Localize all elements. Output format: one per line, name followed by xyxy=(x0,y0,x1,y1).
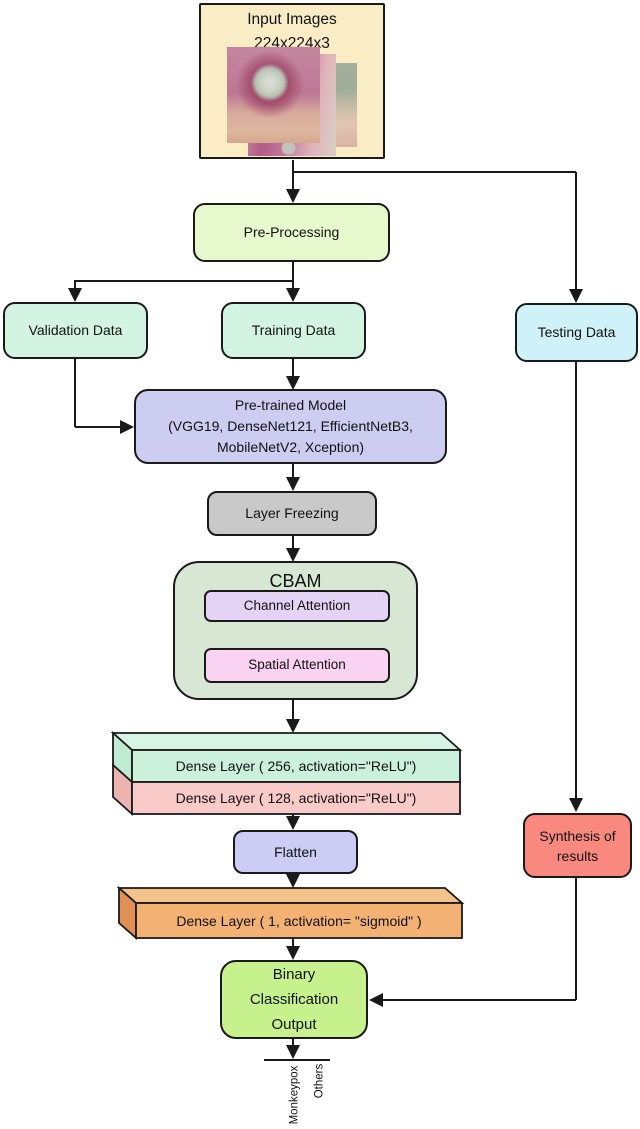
class-label-others: Others xyxy=(313,1063,326,1099)
channel-attention-label: Channel Attention xyxy=(243,597,351,613)
dense-1-label: Dense Layer ( 1, activation= "sigmoid" ) xyxy=(176,912,422,929)
channel-attention-box: Channel Attention xyxy=(204,590,390,622)
preprocessing-label: Pre-Processing xyxy=(243,224,340,241)
preprocessing-box: Pre-Processing xyxy=(193,203,390,262)
dense-128-layer: Dense Layer ( 128, activation="ReLU") xyxy=(132,782,460,814)
training-data-box: Training Data xyxy=(221,302,366,359)
flow-wires xyxy=(74,160,577,1061)
input-images-title: Input Images xyxy=(247,11,337,28)
pretrained-model-title: Pre-trained Model xyxy=(234,397,347,413)
synthesis-of-results-box: Synthesis of results xyxy=(523,813,632,878)
pretrained-model-list-2: MobileNetV2, Xception) xyxy=(216,439,365,455)
validation-data-box: Validation Data xyxy=(3,302,148,359)
input-images-box: Input Images 224x224x3 xyxy=(199,3,385,159)
binary-output-line-2: Classification xyxy=(249,991,339,1008)
testing-data-label: Testing Data xyxy=(537,324,616,341)
synthesis-line-2: results xyxy=(556,847,599,864)
dense-128-label: Dense Layer ( 128, activation="ReLU") xyxy=(175,790,417,806)
testing-data-box: Testing Data xyxy=(515,303,638,362)
dense-sigmoid-slab xyxy=(116,886,465,940)
layer-freezing-box: Layer Freezing xyxy=(207,491,377,536)
cbam-title: CBAM xyxy=(269,571,322,591)
pretrained-model-list-1: (VGG19, DenseNet121, EfficientNetB3, xyxy=(168,418,413,434)
dense-256-layer: Dense Layer ( 256, activation="ReLU") xyxy=(132,750,460,782)
dense-256-label: Dense Layer ( 256, activation="ReLU") xyxy=(175,758,417,774)
dense-relu-slabs xyxy=(110,730,463,817)
binary-classification-output-box: Binary Classification Output xyxy=(220,960,368,1039)
layer-freezing-label: Layer Freezing xyxy=(245,505,339,522)
arrowheads xyxy=(68,189,583,1059)
spatial-attention-label: Spatial Attention xyxy=(248,657,346,673)
training-data-label: Training Data xyxy=(251,322,336,339)
dense-1-sigmoid-layer: Dense Layer ( 1, activation= "sigmoid" ) xyxy=(136,903,462,938)
pretrained-model-box: Pre-trained Model (VGG19, DenseNet121, E… xyxy=(134,389,447,464)
binary-output-line-1: Binary xyxy=(272,966,316,983)
validation-data-label: Validation Data xyxy=(28,322,123,339)
lesion-photo-front xyxy=(227,47,320,143)
class-label-monkeypox: Monkeypox xyxy=(288,1065,301,1125)
flatten-label: Flatten xyxy=(274,843,317,860)
synthesis-line-1: Synthesis of xyxy=(539,827,616,844)
flatten-box: Flatten xyxy=(233,830,358,874)
binary-output-line-3: Output xyxy=(271,1016,317,1033)
spatial-attention-box: Spatial Attention xyxy=(204,648,390,683)
